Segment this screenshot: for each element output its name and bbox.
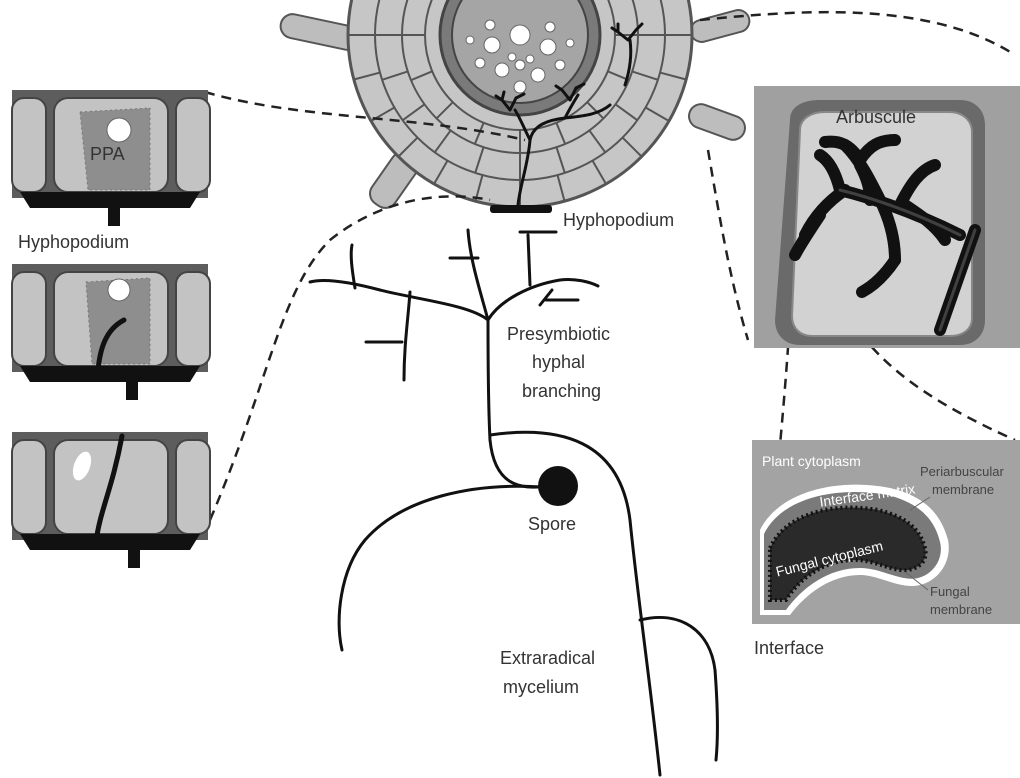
extraradical-label-1: Extraradical [500,648,595,668]
plant-cytoplasm-label: Plant cytoplasm [762,453,861,469]
arbuscule-label: Arbuscule [836,107,916,127]
stage-panel-3 [12,432,210,568]
fungal-membrane-label-1: Fungal [930,584,970,599]
vascular-vessel [484,37,500,53]
vascular-vessel [508,53,516,61]
vascular-vessel [514,81,526,93]
vascular-vessel [466,36,474,44]
presymbiotic-label-1: Presymbiotic [507,324,610,344]
interface-panel: Plant cytoplasm Interface matrix Fungal … [752,440,1020,624]
spore-label: Spore [528,514,576,534]
fungal-membrane-label-2: membrane [930,602,992,617]
vascular-vessel [526,55,534,63]
vascular-vessel [515,60,525,70]
vascular-vessel [485,20,495,30]
periarbuscular-label-2: membrane [932,482,994,497]
vascular-vessel [475,58,485,68]
vascular-vessel [510,25,530,45]
vascular-vessel [495,63,509,77]
extraradical-label-2: mycelium [503,677,579,697]
ppa-label: PPA [90,144,125,164]
root-hyphopodium [490,205,552,213]
vascular-vessel [545,22,555,32]
periarbuscular-label-1: Periarbuscular [920,464,1004,479]
vascular-vessel [531,68,545,82]
vascular-vessel [566,39,574,47]
interface-label: Interface [754,638,824,658]
hyphopodium-label-left: Hyphopodium [18,232,129,252]
vascular-vessel [540,39,556,55]
presymbiotic-label-2: hyphal [532,352,585,372]
spore [538,466,578,506]
root-cross-section [278,0,751,213]
hyphopodium-label-center: Hyphopodium [563,210,674,230]
stage-panel-2 [12,264,210,400]
vascular-vessel [555,60,565,70]
arbuscule-panel: Arbuscule [754,86,1020,348]
stage-panel-1: PPA [12,90,210,226]
presymbiotic-label-3: branching [522,381,601,401]
